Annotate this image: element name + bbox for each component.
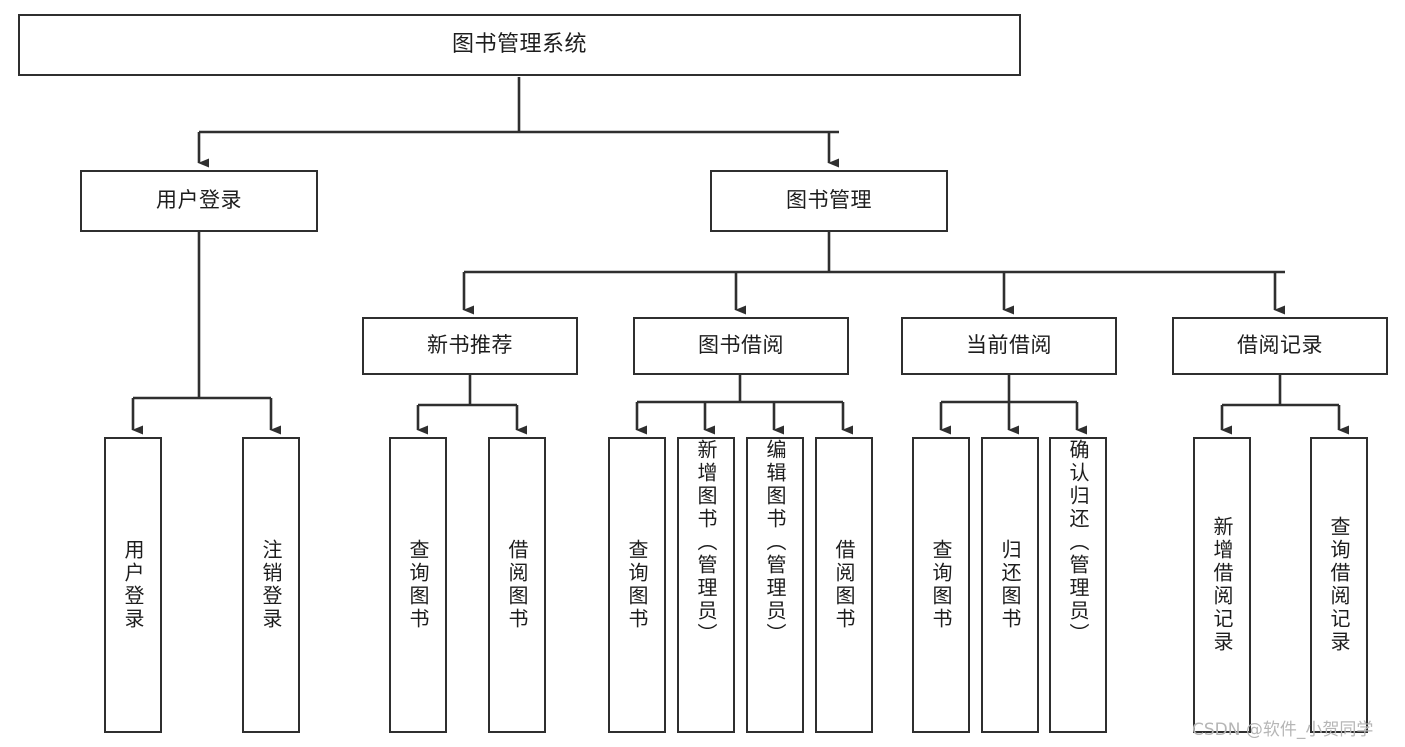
leaf-new-book-query[interactable]: 查询图书 bbox=[389, 437, 447, 733]
node-book-management[interactable]: 图书管理 bbox=[710, 170, 948, 232]
node-label: 当前借阅 bbox=[966, 333, 1052, 358]
node-label: 图书借阅 bbox=[698, 333, 784, 358]
node-root-system[interactable]: 图书管理系统 bbox=[18, 14, 1021, 76]
node-new-book-recommend[interactable]: 新书推荐 bbox=[362, 317, 578, 375]
node-label: 用户登录 bbox=[121, 539, 145, 631]
leaf-current-borrow-return[interactable]: 归还图书 bbox=[981, 437, 1039, 733]
node-label: 借阅图书 bbox=[505, 539, 529, 631]
node-label: 编辑图书（管理员） bbox=[763, 439, 787, 646]
leaf-user-login-signin[interactable]: 用户登录 bbox=[104, 437, 162, 733]
node-book-borrow[interactable]: 图书借阅 bbox=[633, 317, 849, 375]
leaf-book-borrow-add[interactable]: 新增图书（管理员） bbox=[677, 437, 735, 733]
node-label: 注销登录 bbox=[259, 539, 283, 631]
leaf-book-borrow-query[interactable]: 查询图书 bbox=[608, 437, 666, 733]
leaf-user-login-signout[interactable]: 注销登录 bbox=[242, 437, 300, 733]
node-label: 新增图书（管理员） bbox=[694, 439, 718, 646]
leaf-current-borrow-query[interactable]: 查询图书 bbox=[912, 437, 970, 733]
leaf-new-book-borrow[interactable]: 借阅图书 bbox=[488, 437, 546, 733]
watermark-text: CSDN @软件_小贺同学 bbox=[1192, 720, 1374, 740]
node-label: 确认归还（管理员） bbox=[1066, 439, 1090, 646]
node-borrow-record[interactable]: 借阅记录 bbox=[1172, 317, 1388, 375]
node-label: 借阅记录 bbox=[1237, 333, 1323, 358]
node-label: 查询图书 bbox=[929, 539, 953, 631]
node-user-login[interactable]: 用户登录 bbox=[80, 170, 318, 232]
node-current-borrow[interactable]: 当前借阅 bbox=[901, 317, 1117, 375]
leaf-current-borrow-confirm-return[interactable]: 确认归还（管理员） bbox=[1049, 437, 1107, 733]
node-label: 新书推荐 bbox=[427, 333, 513, 358]
node-label: 查询借阅记录 bbox=[1327, 516, 1351, 654]
node-label: 借阅图书 bbox=[832, 539, 856, 631]
node-label: 图书管理系统 bbox=[451, 31, 587, 57]
node-label: 图书管理 bbox=[786, 188, 872, 213]
leaf-book-borrow-lend[interactable]: 借阅图书 bbox=[815, 437, 873, 733]
node-label: 查询图书 bbox=[406, 539, 430, 631]
leaf-book-borrow-edit[interactable]: 编辑图书（管理员） bbox=[746, 437, 804, 733]
node-label: 新增借阅记录 bbox=[1210, 516, 1234, 654]
leaf-borrow-record-add[interactable]: 新增借阅记录 bbox=[1193, 437, 1251, 733]
leaf-borrow-record-query[interactable]: 查询借阅记录 bbox=[1310, 437, 1368, 733]
node-label: 查询图书 bbox=[625, 539, 649, 631]
node-label: 归还图书 bbox=[998, 539, 1022, 631]
node-label: 用户登录 bbox=[156, 188, 242, 213]
